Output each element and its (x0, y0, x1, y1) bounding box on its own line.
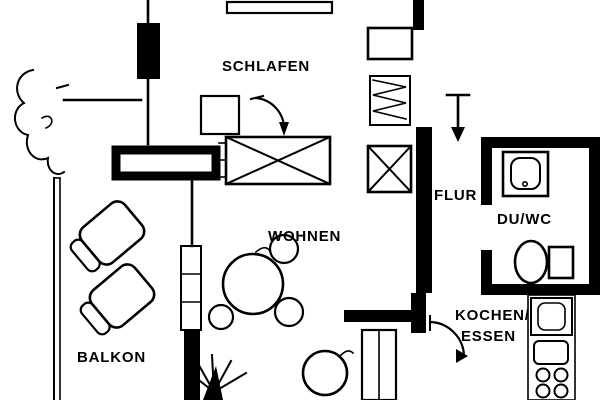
duwc-bottom-wall (492, 284, 600, 295)
chair-back (69, 238, 101, 273)
living-room-furniture (207, 233, 355, 397)
side-table (301, 349, 349, 397)
room-label-flur: FLUR (434, 187, 477, 204)
balcony-railing (53, 177, 61, 400)
plant-leaf (194, 358, 216, 394)
plant-leaf (184, 368, 216, 394)
door-swing-arc (254, 96, 286, 132)
doodle-dash (55, 83, 70, 90)
crossed-box-diagonal (366, 144, 413, 194)
room-label-kochen: KOCHEN/ (455, 307, 530, 324)
bed-symbol (111, 145, 221, 181)
lounge-chair (79, 263, 156, 336)
duwc-top-wall (481, 137, 600, 148)
duwc-right-wall (589, 148, 600, 295)
chair (268, 233, 300, 265)
cabinet-inner (537, 302, 566, 331)
living-room-wall (184, 330, 200, 400)
room-label-balkon: BALKON (77, 349, 146, 366)
burner (535, 367, 551, 383)
kitchen-entry-wall-vertical (411, 293, 426, 333)
chair-curl (254, 246, 272, 254)
kitchen-counter-outline (527, 294, 576, 400)
door-swing-kitchen (428, 315, 468, 363)
door-swing-bedroom (249, 94, 289, 136)
burner (535, 383, 551, 399)
chair-seat (88, 263, 156, 329)
nightstand-box (199, 94, 241, 136)
stove-symbol (535, 367, 569, 399)
shelf-box (366, 26, 414, 61)
hall-fixtures (366, 26, 471, 194)
washbasin-symbol (501, 150, 550, 198)
cabinet-outline (530, 297, 573, 336)
kitchen-entry-wall-horizontal (344, 310, 415, 322)
window-frame (180, 245, 202, 331)
wardrobe-diagonal (224, 135, 332, 186)
walls (137, 0, 600, 400)
balcony-furniture (69, 200, 248, 400)
pantry-shelf (360, 328, 398, 400)
duwc-left-wall-lower (481, 250, 492, 295)
plant-doodle (14, 68, 143, 176)
wardrobe-crossed-box (218, 135, 332, 186)
arrowhead-icon (451, 127, 465, 142)
radiator-outline (369, 75, 411, 126)
room-label-schlafen: SCHLAFEN (222, 58, 310, 75)
chair-curl (339, 350, 355, 357)
bedroom-window (225, 0, 334, 15)
duwc-left-wall-upper (481, 148, 492, 205)
arrowhead-icon (279, 122, 289, 136)
chair-seat (78, 200, 146, 266)
washbasin-counter (501, 150, 550, 198)
radiator-zigzag (372, 79, 407, 120)
chair (207, 303, 235, 331)
wall-stub-top-right (413, 0, 424, 30)
chimney-wall (137, 23, 160, 79)
room-label-wohnen: WOHNEN (268, 228, 341, 245)
hall-wall (416, 127, 432, 293)
room-label-essen: ESSEN (461, 328, 516, 345)
duwc-fixtures (501, 150, 575, 285)
doodle-curve (14, 68, 66, 176)
toilet-symbol (513, 239, 575, 285)
plant-leaf (212, 371, 248, 394)
kitchen-fixtures (360, 294, 576, 400)
lounge-chair (69, 200, 146, 273)
bedroom-furniture (111, 94, 332, 186)
floor-plant (184, 353, 248, 400)
room-label-duwc: DU/WC (497, 211, 552, 228)
sink-symbol (533, 340, 569, 365)
doodle-curl (40, 115, 53, 130)
kitchen-cabinet (530, 297, 573, 336)
burner (553, 367, 569, 383)
plant-leaf (212, 359, 233, 394)
plant-leaf (210, 353, 216, 394)
door-swing-arc (428, 320, 466, 358)
living-room-window (180, 245, 202, 331)
toilet-cistern (547, 245, 575, 280)
chair-back (79, 301, 111, 336)
entrance-arrow (445, 93, 471, 142)
chair (273, 296, 305, 328)
arrowhead-icon (456, 349, 468, 363)
room-labels: SCHLAFEN WOHNEN BALKON FLUR DU/WC KOCHEN… (77, 58, 552, 366)
windows (53, 0, 334, 400)
crossed-box-right (366, 144, 413, 194)
crossed-box-outline (366, 144, 413, 194)
drain-icon (521, 181, 528, 188)
toilet-bowl (513, 239, 549, 285)
burner (553, 383, 569, 399)
dining-table (221, 252, 285, 316)
washbasin-bowl (510, 157, 541, 190)
radiator-symbol (369, 75, 411, 126)
